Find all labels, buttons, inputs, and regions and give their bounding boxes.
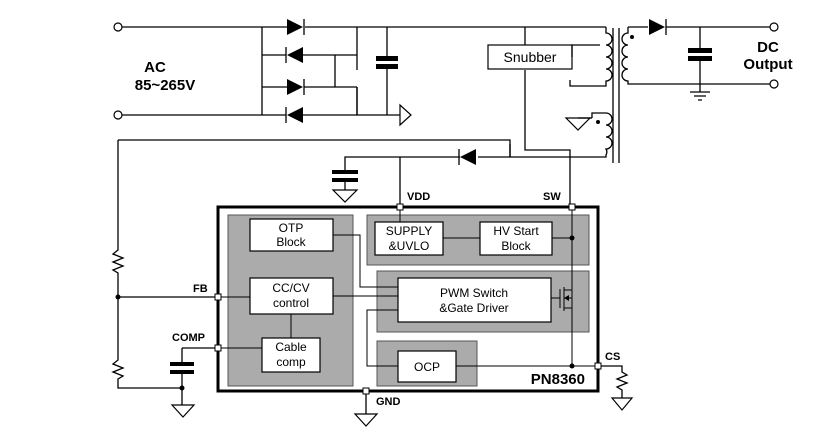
feedback-network: [111, 139, 511, 418]
otp-block: [249, 218, 334, 252]
ac-label: AC: [144, 59, 166, 76]
cccv-label-line2: control: [273, 296, 309, 310]
ocp-block: [397, 350, 457, 383]
sw-pin-label: SW: [543, 191, 561, 203]
supply-label-line2: &UVLO: [389, 239, 430, 253]
cs-pin: [594, 362, 602, 370]
fb-divider-resistors: [111, 140, 182, 389]
bulk-capacitor: [376, 27, 398, 115]
cccv-label-line1: CC/CV: [272, 281, 309, 295]
output-diode: [649, 19, 665, 35]
otp-label-line1: OTP: [279, 221, 304, 235]
snubber-box: [487, 44, 573, 70]
transformer-auxiliary: [509, 112, 613, 158]
cable-label-line2: comp: [276, 355, 306, 369]
vdd-pin-label: VDD: [407, 191, 430, 203]
otp-label-line2: Block: [276, 235, 306, 249]
vdd-cap-ground-symbol: [331, 189, 359, 203]
cable-label-line1: Cable: [275, 340, 307, 354]
ocp-label: OCP: [414, 360, 440, 374]
gnd-ground-symbol: [353, 413, 379, 427]
diode-d2: [287, 47, 303, 63]
diode-d4: [287, 107, 303, 123]
comp-ground-symbol: [170, 404, 196, 418]
snubber-label: Snubber: [504, 49, 557, 65]
cs-sense-resistor: [601, 365, 634, 411]
gnd-pin-ground: [353, 394, 379, 427]
transformer-secondary: [621, 27, 700, 85]
bridge-rectifier: [261, 19, 525, 123]
comp-pin: [214, 344, 222, 352]
internal-wiring: [218, 207, 598, 369]
hv-label-line1: HV Start: [493, 224, 539, 238]
chip-name: PN8360: [531, 371, 585, 388]
vdd-supply-path: [331, 149, 510, 207]
output-label: Output: [743, 56, 792, 73]
sw-pin: [568, 203, 576, 211]
comp-pin-label: COMP: [172, 332, 205, 344]
ac-terminal-bottom: [113, 110, 123, 120]
ac-range-label: 85~265V: [135, 77, 195, 94]
ac-terminal-top: [113, 22, 123, 32]
vdd-diode: [460, 149, 476, 165]
transformer-core: [612, 28, 620, 163]
sw-wire: [524, 27, 571, 207]
pwm-label-line2: &Gate Driver: [439, 301, 508, 315]
dc-label: DC: [757, 39, 779, 56]
fb-pin-label: FB: [193, 283, 208, 295]
hv-label-line2: Block: [501, 239, 531, 253]
diode-d1: [287, 19, 303, 35]
vdd-pin: [396, 203, 404, 211]
transformer-primary: [569, 27, 613, 87]
supply-label-line1: SUPPLY: [386, 224, 432, 238]
aux-ground-symbol: [564, 117, 592, 131]
pwm-gate-driver-block: [397, 277, 552, 323]
cc-cv-control-block: [249, 277, 334, 315]
gnd-pin-label: GND: [376, 396, 401, 408]
ac-input-wires: [113, 22, 262, 120]
diode-d3: [287, 79, 303, 95]
cs-ground-symbol: [610, 397, 634, 411]
fb-pin: [214, 293, 222, 301]
primary-ground-symbol: [399, 103, 412, 127]
pwm-label-line1: PWM Switch: [440, 286, 508, 300]
output-rectifier: [628, 19, 770, 101]
dc-terminal-top: [769, 22, 779, 32]
cable-comp-block: [261, 337, 321, 373]
supply-uvlo-block: [374, 221, 444, 256]
output-ground-symbol: [690, 91, 710, 101]
dc-terminal-bottom: [769, 79, 779, 89]
cs-pin-label: CS: [605, 351, 620, 363]
gnd-pin: [362, 387, 370, 395]
